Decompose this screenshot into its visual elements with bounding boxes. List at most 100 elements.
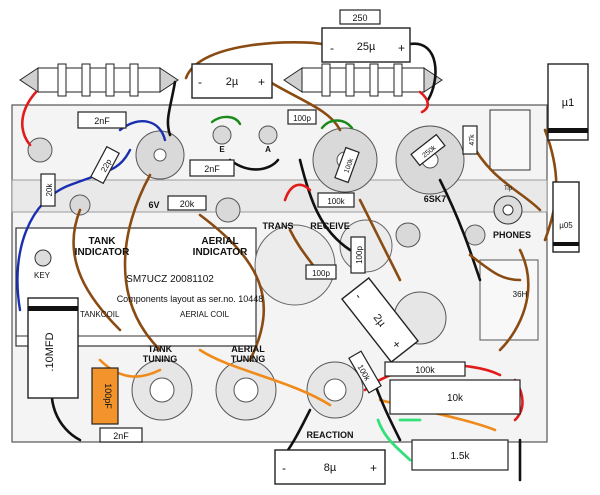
svg-text:100p: 100p — [312, 269, 330, 278]
tank-tuning-label-1: TANK — [148, 344, 173, 354]
choke-frame — [479, 259, 539, 341]
terminal-a-label: A — [265, 145, 271, 154]
wire-red-top-right — [418, 90, 430, 114]
wire-brown-left-loop — [72, 208, 122, 332]
wire-brown-choke — [498, 248, 530, 352]
svg-text:-: - — [330, 41, 334, 55]
svg-text:100p: 100p — [293, 114, 311, 123]
wire-black-right-1 — [438, 178, 482, 282]
reaction-label: REACTION — [307, 430, 354, 440]
trans-label: TRANS — [263, 221, 294, 231]
res-250: 250 — [339, 9, 381, 25]
aerial-indicator-label-1: AERIAL — [201, 236, 238, 247]
svg-text:100k: 100k — [343, 157, 355, 174]
cap-8u: 8µ - + — [274, 449, 386, 485]
svg-text:+: + — [370, 461, 377, 475]
mount-hole-right — [395, 222, 421, 248]
wire-blue-left — [16, 148, 132, 312]
wire-brown-switch-right — [358, 198, 402, 282]
cap-100p-right: 100p — [350, 236, 366, 274]
tank-indicator-label-2: INDICATOR — [75, 247, 130, 258]
wire-black-top-left — [166, 80, 177, 137]
svg-text:100pF: 100pF — [103, 383, 113, 409]
res-100k-b: 100k — [334, 146, 360, 184]
wire-green-socket — [320, 119, 354, 130]
wire-black-switch — [298, 158, 352, 252]
reaction-shaft — [323, 378, 347, 402]
wire-brown-tank-coil — [123, 173, 162, 352]
tube-socket-left-center — [153, 148, 167, 162]
wire-brown-choke-feed — [468, 253, 522, 282]
aerial-tuning-label-2: TUNING — [231, 354, 266, 364]
svg-text:100p: 100p — [355, 246, 364, 264]
receive-label: RECEIVE — [310, 221, 350, 231]
cap-100p-top: 100p — [287, 109, 317, 125]
wire-red-switch — [283, 183, 312, 202]
svg-text:47k: 47k — [469, 134, 476, 146]
terminal-post-e — [212, 125, 232, 145]
res-1-5k: 1.5k — [411, 439, 509, 471]
svg-text:-: - — [282, 461, 286, 475]
res-10k: 10k — [389, 379, 521, 415]
key-jack — [34, 249, 52, 267]
cap-2u-top: 2µ - + — [191, 63, 273, 99]
tag-strip-left — [19, 63, 179, 97]
cap-2nf-mid: 2nF — [189, 159, 235, 177]
svg-text:-: - — [352, 290, 365, 302]
terminal-e-label: E — [219, 145, 225, 154]
svg-text:8µ: 8µ — [324, 462, 337, 474]
tank-tuning-shaft — [149, 377, 175, 403]
terminal-post-left — [27, 137, 53, 163]
svg-text:100k: 100k — [415, 365, 435, 375]
key-label: KEY — [34, 271, 51, 280]
svg-text:2nF: 2nF — [94, 116, 110, 126]
wire-brown-top-2 — [268, 80, 342, 132]
tank-indicator-label-1: TANK — [88, 236, 116, 247]
res-47k: 47k — [462, 125, 478, 155]
terminal-post-a — [258, 125, 278, 145]
svg-text:2µ: 2µ — [226, 76, 239, 88]
svg-text:1.5k: 1.5k — [451, 451, 471, 462]
cap-100p-mid: 100p — [305, 264, 337, 280]
svg-text:2nF: 2nF — [204, 164, 220, 174]
wire-brown-aerial-coil — [198, 213, 266, 362]
cap-25u: 25µ - + — [321, 27, 411, 63]
svg-text:20k: 20k — [45, 183, 54, 197]
cap-10mfd: .10MFD — [27, 297, 79, 399]
phones-tip-label: Tip — [504, 186, 513, 192]
svg-text:25µ: 25µ — [357, 41, 376, 53]
svg-text:µ05: µ05 — [559, 221, 573, 230]
wire-red-left — [21, 90, 38, 147]
transformer-block — [489, 109, 531, 171]
tank-tuning-label-2: TUNING — [143, 354, 178, 364]
panel-title: SM7UCZ 20081102 — [126, 274, 214, 285]
cap-2u-mid: 2µ - + — [340, 277, 420, 363]
mount-hole-mid — [215, 197, 241, 223]
wire-black-top-right — [408, 42, 437, 102]
tube-6sk7-label: 6SK7 — [424, 194, 447, 204]
phones-label: PHONES — [493, 230, 531, 240]
aerial-tuning-shaft — [233, 377, 259, 403]
svg-text:µ1: µ1 — [562, 97, 574, 109]
svg-text:20k: 20k — [180, 199, 195, 209]
svg-text:100k: 100k — [327, 197, 345, 206]
chassis-rail — [11, 179, 548, 213]
wire-lightgreen-bottom — [376, 418, 412, 462]
tag-strip-right — [283, 63, 443, 97]
res-20k-vertical: 20k — [40, 173, 56, 207]
svg-text:-: - — [198, 75, 202, 89]
aerial-indicator-label-2: INDICATOR — [193, 247, 248, 258]
res-100k-d: 100k — [384, 361, 466, 377]
svg-text:10k: 10k — [447, 393, 464, 404]
res-20k: 20k — [167, 195, 207, 211]
cap-22p: 22p — [90, 145, 120, 185]
tankcoil-label: TANKCOIL — [80, 310, 120, 319]
choke-36h-label: 36H — [513, 290, 528, 299]
mount-hole-left — [69, 194, 91, 216]
res-100k-a: 100k — [317, 192, 355, 208]
cap-2nf-bottom: 2nF — [99, 427, 143, 443]
svg-text:250: 250 — [352, 13, 367, 23]
wire-black-mid — [228, 158, 280, 171]
aerial-coil-label: AERIAL COIL — [180, 310, 230, 319]
